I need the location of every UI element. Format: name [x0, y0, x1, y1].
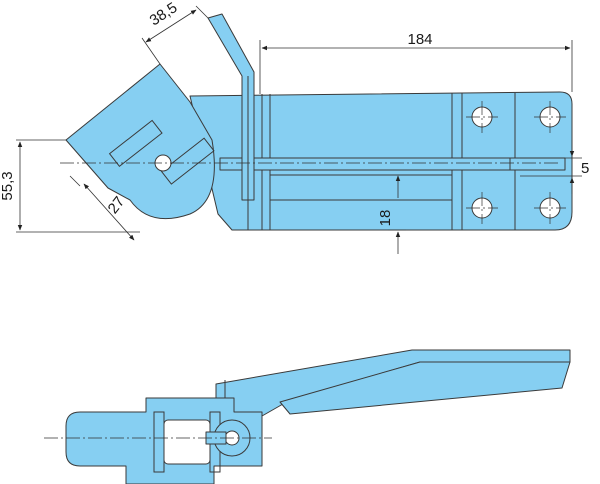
top-view: 184 38,5 55,3 27 18 5	[0, 0, 589, 254]
side-view	[44, 349, 571, 484]
dimension-bar-offset: 18	[377, 210, 394, 227]
dimension-height: 55,3	[0, 171, 16, 200]
dimension-hook-depth: 27	[105, 193, 129, 217]
lever-handle	[207, 13, 255, 201]
hook-body	[65, 63, 215, 220]
dimension-slot-width: 5	[581, 160, 589, 177]
side-base-plate	[279, 361, 571, 415]
dimension-lever-offset: 38,5	[147, 0, 181, 29]
dimension-overall-length: 184	[407, 31, 432, 48]
bolt-bar	[219, 157, 566, 171]
side-hook-slot	[163, 419, 211, 465]
